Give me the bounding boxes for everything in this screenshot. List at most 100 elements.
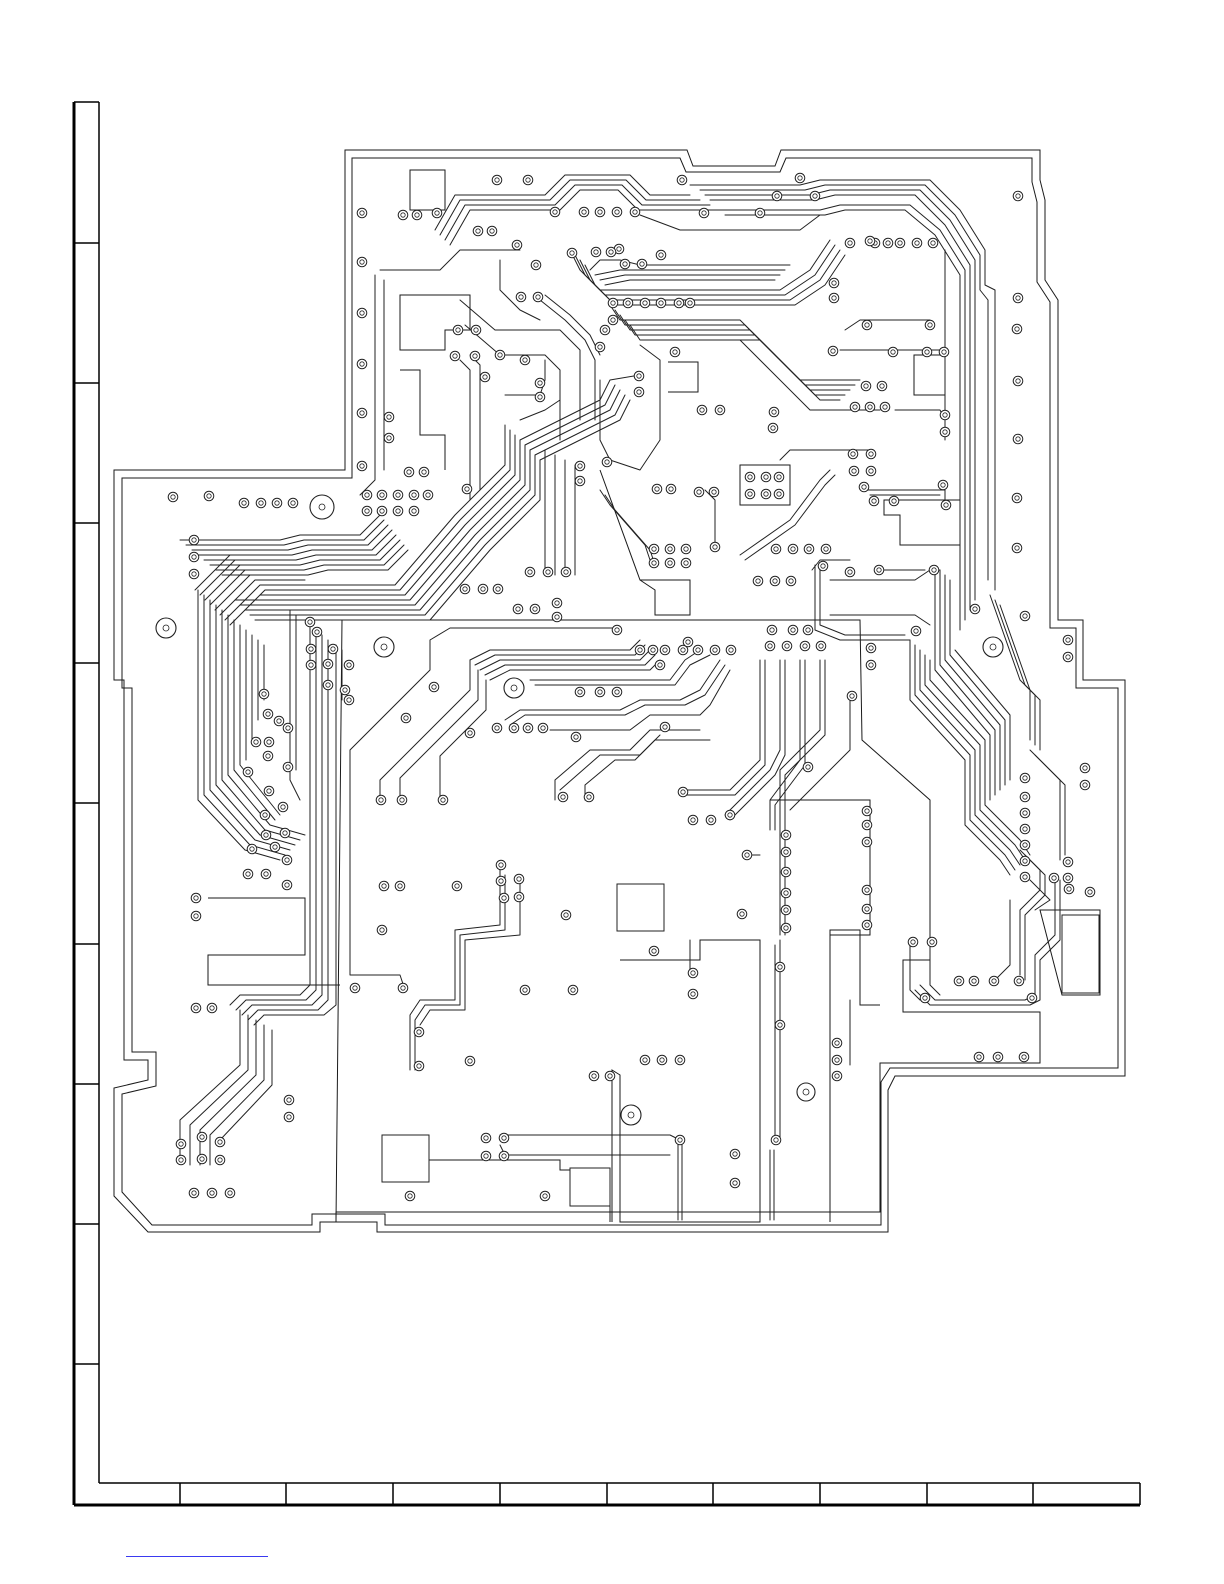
pad-drill-hole — [380, 493, 384, 497]
pad-drill-hole — [957, 979, 961, 983]
pad-drill-hole — [806, 628, 810, 632]
pad-drill-hole — [784, 870, 788, 874]
pad-drill-hole — [678, 1058, 682, 1062]
pad-drill-hole — [380, 928, 384, 932]
pad-drill-hole — [1052, 876, 1056, 880]
pad-drill-hole — [651, 648, 655, 652]
pad-drill-hole — [1023, 843, 1027, 847]
pad-drill-hole — [210, 1006, 214, 1010]
pad-drill-hole — [663, 648, 667, 652]
pad-drill-hole — [852, 469, 856, 473]
pad-drill-hole — [663, 725, 667, 729]
pad-drill-hole — [1023, 811, 1027, 815]
pad-drill-hole — [1016, 437, 1020, 441]
pad-drill-hole — [360, 311, 364, 315]
pad-drill-hole — [476, 229, 480, 233]
pad-drill-hole — [768, 644, 772, 648]
pad-drill-hole — [652, 949, 656, 953]
pad-drill-hole — [1067, 887, 1071, 891]
pad-drill-hole — [246, 770, 250, 774]
pad-drill-hole — [1016, 379, 1020, 383]
pad-drill-hole — [286, 726, 290, 730]
pad-drill-hole — [770, 628, 774, 632]
pad-drill-hole — [192, 555, 196, 559]
pad-drill-hole — [865, 323, 869, 327]
pad-drill-hole — [848, 241, 852, 245]
pad-drill-hole — [824, 547, 828, 551]
pad-drill-hole — [633, 210, 637, 214]
pad-drill-hole — [536, 295, 540, 299]
pad-drill-hole — [733, 1181, 737, 1185]
pad-drill-hole — [495, 178, 499, 182]
pad-drill-hole — [748, 492, 752, 496]
row-zone-dividers — [74, 243, 99, 1364]
pad-drill-hole — [638, 648, 642, 652]
pad-drill-hole — [862, 485, 866, 489]
pad-drill-hole — [943, 430, 947, 434]
pad-drill-hole — [519, 295, 523, 299]
pad-drill-hole — [853, 405, 857, 409]
pad-drill-hole — [773, 579, 777, 583]
pad-drill-hole — [774, 1138, 778, 1142]
pad-drill-hole — [365, 509, 369, 513]
pad-drill-hole — [347, 698, 351, 702]
pad-drill-hole — [598, 690, 602, 694]
pad-drill-hole — [246, 872, 250, 876]
pad-drill-hole — [490, 229, 494, 233]
pad-drill-hole — [609, 250, 613, 254]
pad-drill-hole — [382, 884, 386, 888]
pad-drill-hole — [263, 813, 267, 817]
pad-drill-hole — [555, 601, 559, 605]
column-zone-dividers — [180, 1483, 1033, 1505]
pad-drill-hole — [626, 301, 630, 305]
pad-drill-hole — [865, 923, 869, 927]
pad-drill-hole — [764, 492, 768, 496]
pad-drill-hole — [207, 494, 211, 498]
pad-drill-hole — [745, 853, 749, 857]
pad-drill-hole — [992, 979, 996, 983]
pad-drill-hole — [277, 719, 281, 723]
pad-drill-hole — [911, 940, 915, 944]
pad-drill-hole — [688, 301, 692, 305]
pad-drill-hole — [740, 912, 744, 916]
pad-drill-hole — [680, 178, 684, 182]
pad-drill-hole — [813, 194, 817, 198]
pad-drill-hole — [523, 988, 527, 992]
pad-drill-hole — [598, 345, 602, 349]
pad-drill-hole — [308, 620, 312, 624]
pad-drill-hole — [309, 647, 313, 651]
pad-drill-hole — [640, 262, 644, 266]
pad-drill-hole — [315, 630, 319, 634]
pad-drill-hole — [578, 479, 582, 483]
pad-drill-hole — [435, 211, 439, 215]
pad-drill-hole — [326, 662, 330, 666]
pad-drill-hole — [468, 1059, 472, 1063]
pad-drill-hole — [892, 499, 896, 503]
pad-drill-hole — [718, 408, 722, 412]
pad-drill-hole — [254, 740, 258, 744]
pad-drill-hole — [925, 350, 929, 354]
pad-drill-hole — [353, 986, 357, 990]
pad-drill-hole — [574, 735, 578, 739]
pad-drill-hole — [517, 877, 521, 881]
pad-drill-hole — [1023, 827, 1027, 831]
pad-drill-hole — [262, 692, 266, 696]
footer-link-underline[interactable] — [126, 1556, 268, 1557]
pad-drill-hole — [1023, 859, 1027, 863]
pad-drill-hole — [643, 1058, 647, 1062]
pad-drill-hole — [564, 913, 568, 917]
pad-drill-hole — [668, 561, 672, 565]
pad-drill-hole — [408, 1194, 412, 1198]
pad-drill-hole — [611, 301, 615, 305]
pad-drill-hole — [868, 405, 872, 409]
pad-drill-hole — [1015, 546, 1019, 550]
pad-drill-hole — [171, 495, 175, 499]
pad-drill-hole — [264, 833, 268, 837]
pad-drill-hole — [877, 568, 881, 572]
pad-drill-hole — [526, 726, 530, 730]
pad-drill-hole — [582, 210, 586, 214]
pad-drill-hole — [869, 469, 873, 473]
pad-drill-hole — [481, 587, 485, 591]
pad-drill-hole — [534, 263, 538, 267]
pad-drill-hole — [977, 1055, 981, 1059]
